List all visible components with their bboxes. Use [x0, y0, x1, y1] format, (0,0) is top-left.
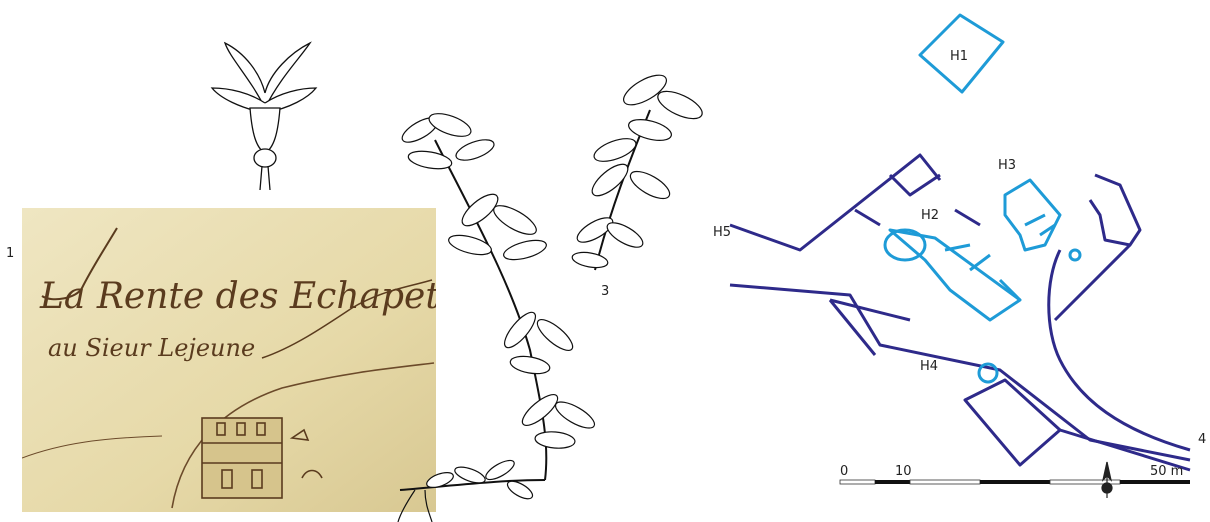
- north-arrow-icon: [1101, 461, 1113, 498]
- building-h4: [977, 362, 999, 384]
- plant-drawing: [397, 74, 703, 522]
- wall-lines: [729, 153, 1191, 472]
- figure-number-4: 4: [1198, 432, 1207, 447]
- sketched-house: [201, 417, 323, 499]
- flower-drawing: [210, 41, 318, 191]
- figure-number-3: 3: [601, 284, 610, 299]
- plan-label-h1: H1: [950, 49, 968, 64]
- leaf-cluster: [401, 113, 495, 170]
- building-h3: [1003, 178, 1062, 252]
- manuscript-title: La Rente des Echapets: [39, 276, 436, 317]
- plan-label-h5: H5: [713, 225, 731, 240]
- building-h1: [918, 13, 1005, 94]
- building-h2: [888, 228, 1022, 322]
- scale-end: 50 m: [1150, 464, 1183, 479]
- manuscript-subtitle: au Sieur Lejeune: [48, 334, 255, 362]
- site-plan: H1 H2 H3 H4 H5 0 10 50 m: [713, 13, 1191, 498]
- plan-label-h2: H2: [921, 208, 939, 223]
- building-outlines: [883, 13, 1082, 384]
- scale-mid: 10: [895, 464, 912, 479]
- plan-label-h3: H3: [998, 158, 1016, 173]
- manuscript-photo: La Rente des Echapets au Sieur Lejeune: [22, 208, 436, 512]
- scale-start: 0: [840, 464, 848, 479]
- scale-bar: 0 10 50 m: [839, 464, 1190, 485]
- figure-number-1: 1: [6, 246, 15, 261]
- plan-label-h4: H4: [920, 359, 938, 374]
